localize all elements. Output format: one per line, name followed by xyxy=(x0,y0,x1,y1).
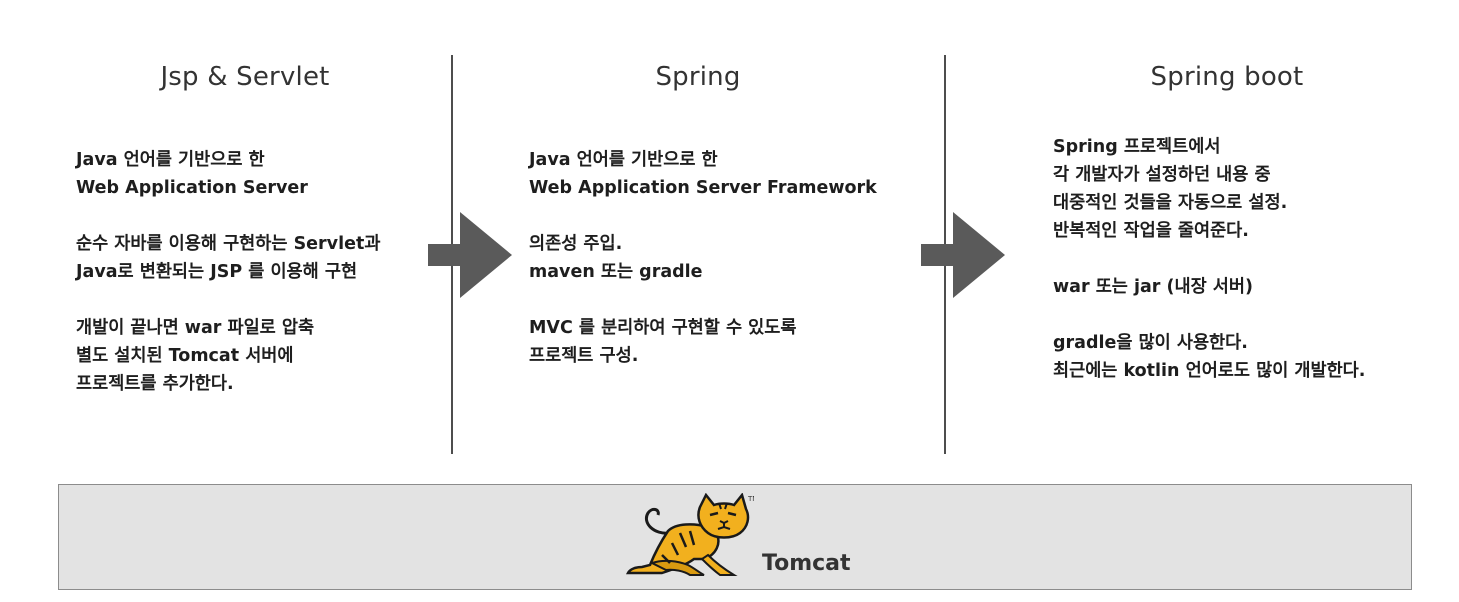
paragraph: war 또는 jar (내장 서버) xyxy=(1053,273,1365,301)
text-line: MVC 를 분리하여 구현할 수 있도록 xyxy=(529,318,797,338)
right-arrow-icon xyxy=(921,212,1005,298)
text-line: Web Application Server xyxy=(76,178,308,198)
column-body-spring-boot: Spring 프로젝트에서 각 개발자가 설정하던 내용 중 대중적인 것들을 … xyxy=(1053,133,1365,385)
text-line: 대중적인 것들을 자동으로 설정. xyxy=(1053,193,1288,213)
paragraph: 순수 자바를 이용해 구현하는 Servlet과 Java로 변환되는 JSP … xyxy=(76,230,380,286)
text-line: 반복적인 작업을 줄여준다. xyxy=(1053,221,1249,241)
column-title-spring: Spring xyxy=(655,62,741,92)
text-line: Java 언어를 기반으로 한 xyxy=(529,150,718,170)
paragraph: Spring 프로젝트에서 각 개발자가 설정하던 내용 중 대중적인 것들을 … xyxy=(1053,133,1365,245)
text-line: Java로 변환되는 JSP 를 이용해 구현 xyxy=(76,262,358,282)
text-line: 각 개발자가 설정하던 내용 중 xyxy=(1053,165,1271,185)
tomcat-container: TM Tomcat xyxy=(58,484,1412,590)
text-line: 순수 자바를 이용해 구현하는 Servlet과 xyxy=(76,234,381,254)
text-line: war 또는 jar (내장 서버) xyxy=(1053,277,1254,297)
text-line: gradle을 많이 사용한다. xyxy=(1053,333,1248,353)
text-line: 의존성 주입. xyxy=(529,234,623,254)
text-line: 프로젝트 구성. xyxy=(529,346,639,366)
trademark-text: TM xyxy=(747,495,754,503)
column-body-jsp-servlet: Java 언어를 기반으로 한 Web Application Server 순… xyxy=(76,146,380,398)
paragraph: MVC 를 분리하여 구현할 수 있도록 프로젝트 구성. xyxy=(529,314,877,370)
paragraph: 개발이 끝나면 war 파일로 압축 별도 설치된 Tomcat 서버에 프로젝… xyxy=(76,314,380,398)
right-arrow-icon xyxy=(428,212,512,298)
text-line: Java 언어를 기반으로 한 xyxy=(76,150,265,170)
text-line: 최근에는 kotlin 언어로도 많이 개발한다. xyxy=(1053,361,1366,381)
text-line: Web Application Server Framework xyxy=(529,178,877,198)
paragraph: Java 언어를 기반으로 한 Web Application Server F… xyxy=(529,146,877,202)
text-line: Spring 프로젝트에서 xyxy=(1053,137,1221,157)
paragraph: gradle을 많이 사용한다. 최근에는 kotlin 언어로도 많이 개발한… xyxy=(1053,329,1365,385)
column-title-jsp-servlet: Jsp & Servlet xyxy=(160,62,330,92)
tomcat-label: Tomcat xyxy=(762,551,851,576)
text-line: 개발이 끝나면 war 파일로 압축 xyxy=(76,318,315,338)
column-title-spring-boot: Spring boot xyxy=(1150,62,1304,92)
text-line: maven 또는 gradle xyxy=(529,262,703,282)
paragraph: Java 언어를 기반으로 한 Web Application Server xyxy=(76,146,380,202)
column-body-spring: Java 언어를 기반으로 한 Web Application Server F… xyxy=(529,146,877,370)
text-line: 프로젝트를 추가한다. xyxy=(76,374,234,394)
text-line: 별도 설치된 Tomcat 서버에 xyxy=(76,346,294,366)
paragraph: 의존성 주입. maven 또는 gradle xyxy=(529,230,877,286)
tomcat-logo-icon: TM xyxy=(625,493,754,576)
